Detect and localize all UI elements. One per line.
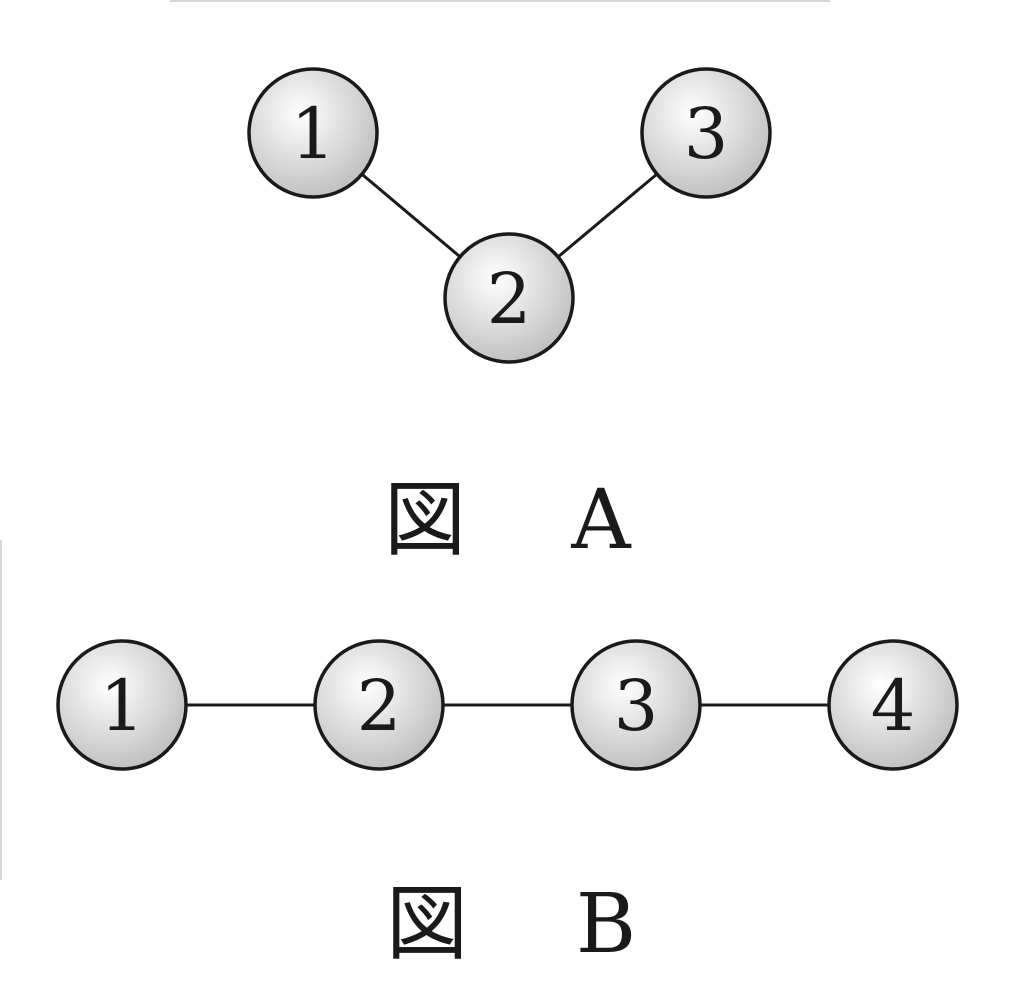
figure-a: 1 2 3 図 A (247, 67, 772, 568)
figure-a-nodes: 1 2 3 (247, 67, 772, 364)
figure-b-caption-kanji: 図 (386, 877, 468, 972)
figure-a-caption: 図 A (384, 473, 632, 568)
figure-a-edge-2-3 (557, 172, 658, 259)
figure-a-node-3: 3 (640, 67, 772, 199)
node-label: 3 (614, 665, 659, 747)
node-label: 2 (357, 665, 402, 747)
figure-b-node-1: 1 (56, 639, 188, 771)
figure-a-node-2: 2 (443, 232, 575, 364)
node-circle (827, 639, 959, 771)
figure-b-nodes: 1 2 3 4 (56, 639, 959, 771)
figure-b-node-3: 3 (570, 639, 702, 771)
figure-b-node-4: 4 (827, 639, 959, 771)
node-label: 4 (871, 665, 916, 747)
figure-a-edge-1-2 (360, 173, 462, 258)
figure-a-node-1: 1 (247, 67, 379, 199)
node-label: 3 (684, 93, 729, 175)
node-circle (570, 639, 702, 771)
node-label: 2 (487, 258, 532, 340)
node-circle (640, 67, 772, 199)
node-label: 1 (100, 665, 145, 747)
node-circle (247, 67, 379, 199)
figure-b-caption-letter: B (576, 877, 636, 972)
node-circle (56, 639, 188, 771)
node-label: 1 (291, 93, 336, 175)
figure-b-caption: 図 B (386, 877, 636, 972)
node-circle (443, 232, 575, 364)
figure-a-edges (360, 172, 658, 259)
figure-a-caption-letter: A (570, 473, 632, 568)
figure-b: 1 2 3 4 図 B (56, 639, 959, 972)
figure-a-caption-kanji: 図 (384, 473, 466, 568)
figure-b-node-2: 2 (313, 639, 445, 771)
node-circle (313, 639, 445, 771)
